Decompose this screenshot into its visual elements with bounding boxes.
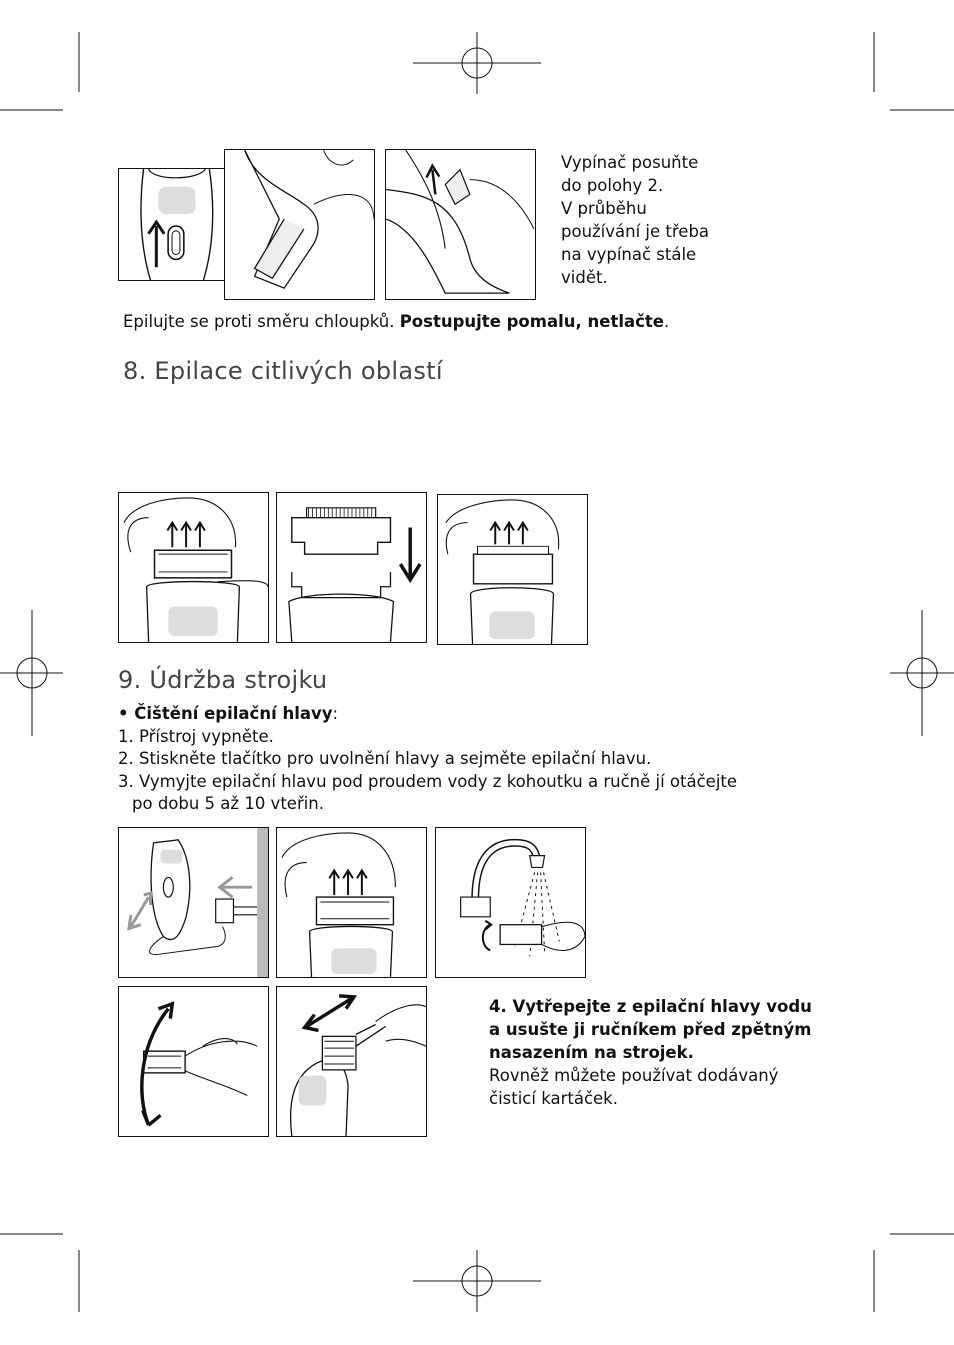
- text-line: do polohy 2.: [561, 174, 761, 197]
- cleaning-subheading: • Čištění epilační hlavy:: [118, 703, 818, 726]
- step-2: 2. Stiskněte tlačítko pro uvolnění hlavy…: [118, 748, 818, 771]
- figure-brush-cleaning: [276, 986, 427, 1137]
- figure-unplug-device: [118, 827, 269, 978]
- rotate-arrow-icon: [483, 921, 491, 951]
- epilation-caption: Epilujte se proti směru chloupků. Postup…: [123, 310, 669, 333]
- figure-remove-head-cleaning: [276, 827, 427, 978]
- step-1: 1. Přístroj vypněte.: [118, 726, 818, 749]
- step-3-continued: po dobu 5 až 10 vteřin.: [118, 793, 818, 816]
- caption-end: .: [664, 312, 669, 331]
- section-9-title: 9. Údržba strojku: [118, 666, 327, 694]
- arrow-up-icon: [167, 523, 204, 548]
- text-line: na vypínač stále: [561, 243, 761, 266]
- arrow-up-icon: [148, 222, 164, 267]
- figure-switch-position: [118, 168, 231, 281]
- arrow-left-icon: [220, 877, 253, 897]
- figure-hand-holding-epilator: [224, 149, 375, 300]
- figure-sensitive-cap: [437, 494, 588, 645]
- figure-attach-cap: [276, 492, 427, 643]
- step-4-text: 4. Vytřepejte z epilační hlavy vodu a us…: [489, 995, 819, 1110]
- section-8-title: 8. Epilace citlivých oblastí: [123, 357, 443, 385]
- cleaning-steps: • Čištění epilační hlavy: 1. Přístroj vy…: [118, 703, 818, 816]
- arrow-down-icon: [400, 528, 420, 580]
- subheading-colon: :: [333, 704, 339, 723]
- text-line: Vypínač posuňte: [561, 151, 761, 174]
- subheading-text: Čištění epilační hlavy: [134, 704, 332, 723]
- instruction-switch-position: Vypínač posuňte do polohy 2. V průběhu p…: [561, 151, 761, 289]
- text-line: používání je třeba: [561, 220, 761, 243]
- registration-mark-icon: [0, 610, 63, 736]
- arrow-up-icon: [329, 870, 366, 895]
- step-4-line: čisticí kartáček.: [489, 1087, 819, 1110]
- double-arrow-icon: [305, 996, 354, 1031]
- text-line: vidět.: [561, 266, 761, 289]
- step-4-line: Rovněž můžete používat dodávaný: [489, 1064, 819, 1087]
- figure-epilating-leg: [385, 149, 536, 300]
- figure-rinse-under-tap: [435, 827, 586, 978]
- caption-normal: Epilujte se proti směru chloupků.: [123, 312, 400, 331]
- figure-remove-head: [118, 492, 269, 643]
- figure-shake-head: [118, 986, 269, 1137]
- double-arrow-icon: [129, 893, 151, 929]
- arrow-up-icon: [490, 523, 527, 545]
- registration-mark-icon: [413, 32, 541, 94]
- step-3: 3. Vymyjte epilační hlavu pod proudem vo…: [118, 771, 818, 794]
- registration-mark-icon: [890, 610, 954, 736]
- step-4-bold-line: nasazením na strojek.: [489, 1041, 819, 1064]
- bullet: •: [118, 704, 134, 723]
- step-4-bold-line: a usušte ji ručníkem před zpětným: [489, 1018, 819, 1041]
- registration-mark-icon: [413, 1250, 541, 1312]
- caption-bold: Postupujte pomalu, netlačte: [400, 312, 664, 331]
- text-line: V průběhu: [561, 197, 761, 220]
- step-4-bold-line: 4. Vytřepejte z epilační hlavy vodu: [489, 995, 819, 1018]
